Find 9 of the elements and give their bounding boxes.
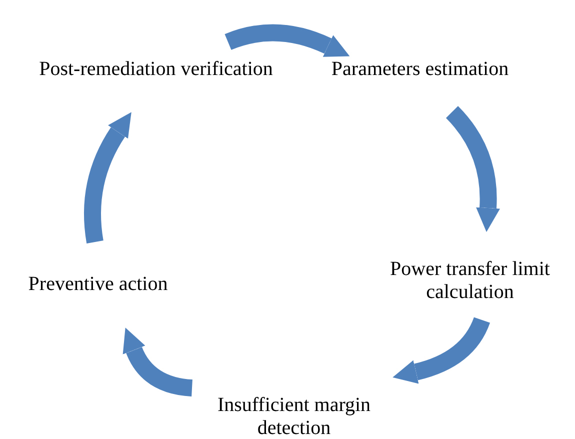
curved-arrow <box>446 106 500 232</box>
step-label: Insufficient margin detection <box>196 394 392 439</box>
curved-arrow <box>123 328 193 396</box>
step-label: Power transfer limit calculation <box>372 258 568 304</box>
step-label: Parameters estimation <box>312 32 528 81</box>
curved-arrow <box>225 24 350 57</box>
step-label: Post-remediation verification <box>10 32 302 81</box>
step-label: Preventive action <box>8 273 188 296</box>
curved-arrow <box>84 112 131 244</box>
